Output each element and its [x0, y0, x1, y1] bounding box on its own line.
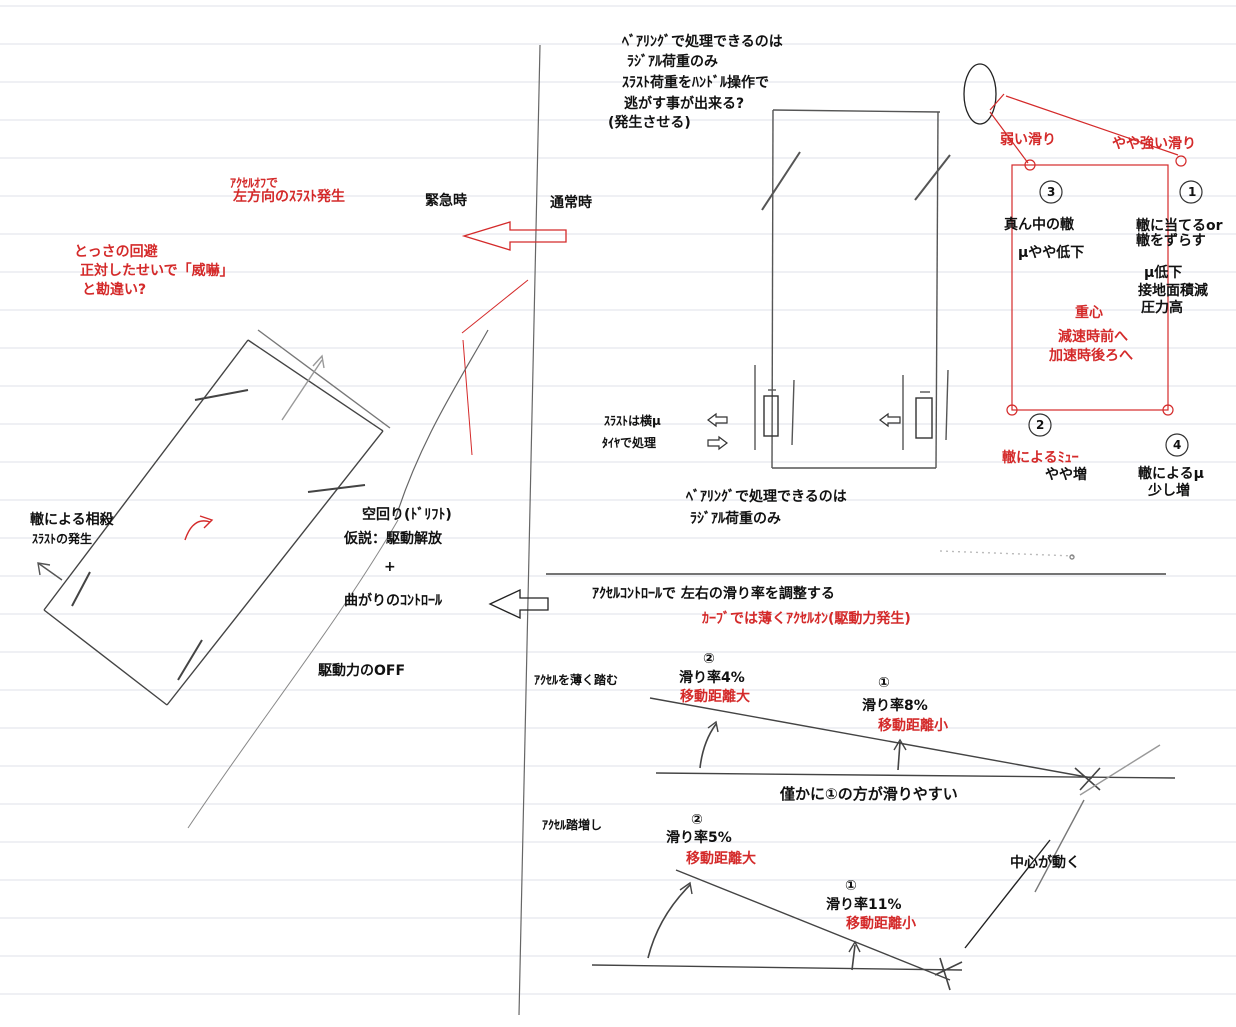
- accel-back-label: 加速時後ろへ: [1049, 348, 1133, 364]
- mu-down-label: μ低下: [1144, 265, 1183, 281]
- slip-diagram-lower: [591, 799, 1085, 991]
- center-moves-label: 中心が動く: [1010, 855, 1080, 871]
- curve-light-label: ｶｰﾌﾞでは薄くｱｸｾﾙｵﾝ(駆動力発生): [702, 611, 911, 627]
- spin-drift-label: 空回り(ﾄﾞﾘﾌﾄ): [362, 507, 452, 523]
- rut-mu-4-line1: 轍によるμ: [1138, 466, 1204, 482]
- bearing-note-bottom-line1: ﾍﾞｱﾘﾝｸﾞで処理できるのは: [686, 489, 847, 505]
- lower-num1: ①: [845, 878, 857, 894]
- bearing-note-top-line1: ﾍﾞｱﾘﾝｸﾞで処理できるのは: [622, 34, 783, 50]
- slight-increase-label: やや増: [1045, 467, 1087, 483]
- circle-num-3: 3: [1047, 185, 1056, 199]
- thrust-handle-line2: 逃がす事が出来る?: [624, 96, 745, 112]
- thrust-handle-line1: ｽﾗｽﾄ荷重をﾊﾝﾄﾞﾙ操作で: [622, 75, 769, 91]
- oval-mark: [963, 63, 997, 125]
- slip-diagram-upper: [649, 697, 1176, 796]
- circle-num-1: 1: [1188, 185, 1197, 199]
- slightly-easier-label: 僅かに①の方が滑りやすい: [780, 785, 958, 803]
- plus-label: +: [384, 559, 396, 575]
- rut-center-label: 真ん中の轍: [1004, 217, 1074, 233]
- hypothesis-label: 仮説：駆動解放: [344, 531, 442, 547]
- lower-dist-large: 移動距離大: [686, 851, 756, 867]
- strong-slip-label: やや強い滑り: [1112, 136, 1196, 152]
- cog-label: 重心: [1075, 305, 1103, 321]
- right-tire: [915, 397, 933, 439]
- thrust-arrows: [707, 412, 901, 451]
- emergency-label: 緊急時: [425, 193, 467, 209]
- rut-mu-4-line2: 少し増: [1148, 483, 1190, 499]
- vehicle-top-view: [754, 109, 951, 469]
- arrow-emergency-left: [461, 221, 567, 251]
- left-tire: [763, 395, 779, 437]
- circle-num-4: 4: [1173, 438, 1182, 452]
- rut-cancel-line1: 轍による相殺: [30, 512, 114, 528]
- accel-off-line1: ｱｸｾﾙｵﾌで: [230, 176, 279, 190]
- press-more-label: ｱｸｾﾙ踏増し: [542, 818, 603, 832]
- contact-area-label: 接地面積減: [1138, 283, 1208, 299]
- upper-slip4: 滑り率4%: [679, 670, 745, 686]
- bearing-note-bottom-line2: ﾗｼﾞｱﾙ荷重のみ: [690, 511, 781, 527]
- cog-diagram: [989, 93, 1187, 416]
- bearing-note-top-line2: ﾗｼﾞｱﾙ荷重のみ: [627, 54, 718, 70]
- thrust-mu-label: ｽﾗｽﾄは横μ: [604, 414, 661, 428]
- vertical-divider: [518, 44, 541, 1016]
- normal-label: 通常時: [550, 195, 592, 211]
- avoid-note-line3: と勘違い?: [82, 282, 147, 298]
- upper-num2: ②: [703, 651, 715, 667]
- thrust-handle-line3: (発生させる): [608, 115, 691, 131]
- upper-num1: ①: [878, 675, 890, 691]
- rut-mu-red-label: 轍によるﾐｭｰ: [1002, 450, 1079, 466]
- drive-off-label: 駆動力のOFF: [318, 663, 406, 679]
- tire-process-label: ﾀｲﾔで処理: [602, 436, 657, 450]
- pressure-high-label: 圧力高: [1141, 300, 1183, 316]
- curve-control-label: 曲がりのｺﾝﾄﾛｰﾙ: [344, 593, 442, 609]
- arrow-control-left: [488, 588, 549, 620]
- decel-front-label: 減速時前へ: [1058, 329, 1128, 345]
- avoid-note-line1: とっさの回避: [74, 244, 158, 260]
- lower-slip11: 滑り率11%: [826, 897, 902, 913]
- rut-hit-line2: 轍をずらす: [1136, 233, 1206, 249]
- accel-control-label: ｱｸｾﾙｺﾝﾄﾛｰﾙで 左右の滑り率を調整する: [592, 586, 835, 602]
- upper-dist-small: 移動距離小: [878, 718, 948, 734]
- lower-dist-small: 移動距離小: [846, 916, 916, 932]
- accel-off-line2: 左方向のｽﾗｽﾄ発生: [233, 189, 345, 205]
- circled-numbers: [1028, 180, 1203, 457]
- upper-dist-large: 移動距離大: [680, 689, 750, 705]
- upper-slip8: 滑り率8%: [862, 698, 928, 714]
- press-lightly-label: ｱｸｾﾙを薄く踏む: [534, 673, 619, 687]
- rut-cancel-line2: ｽﾗｽﾄの発生: [32, 532, 93, 546]
- lower-slip5: 滑り率5%: [666, 830, 732, 846]
- circle-num-2: 2: [1036, 418, 1045, 432]
- drift-car: [37, 329, 391, 706]
- rut-hit-line1: 轍に当てるor: [1136, 218, 1223, 234]
- mu-slight-down-label: μやや低下: [1018, 245, 1085, 261]
- avoid-note-line2: 正対したせいで「威嚇」: [80, 263, 234, 279]
- weak-slip-label: 弱い滑り: [1000, 132, 1056, 148]
- lower-num2: ②: [691, 812, 703, 828]
